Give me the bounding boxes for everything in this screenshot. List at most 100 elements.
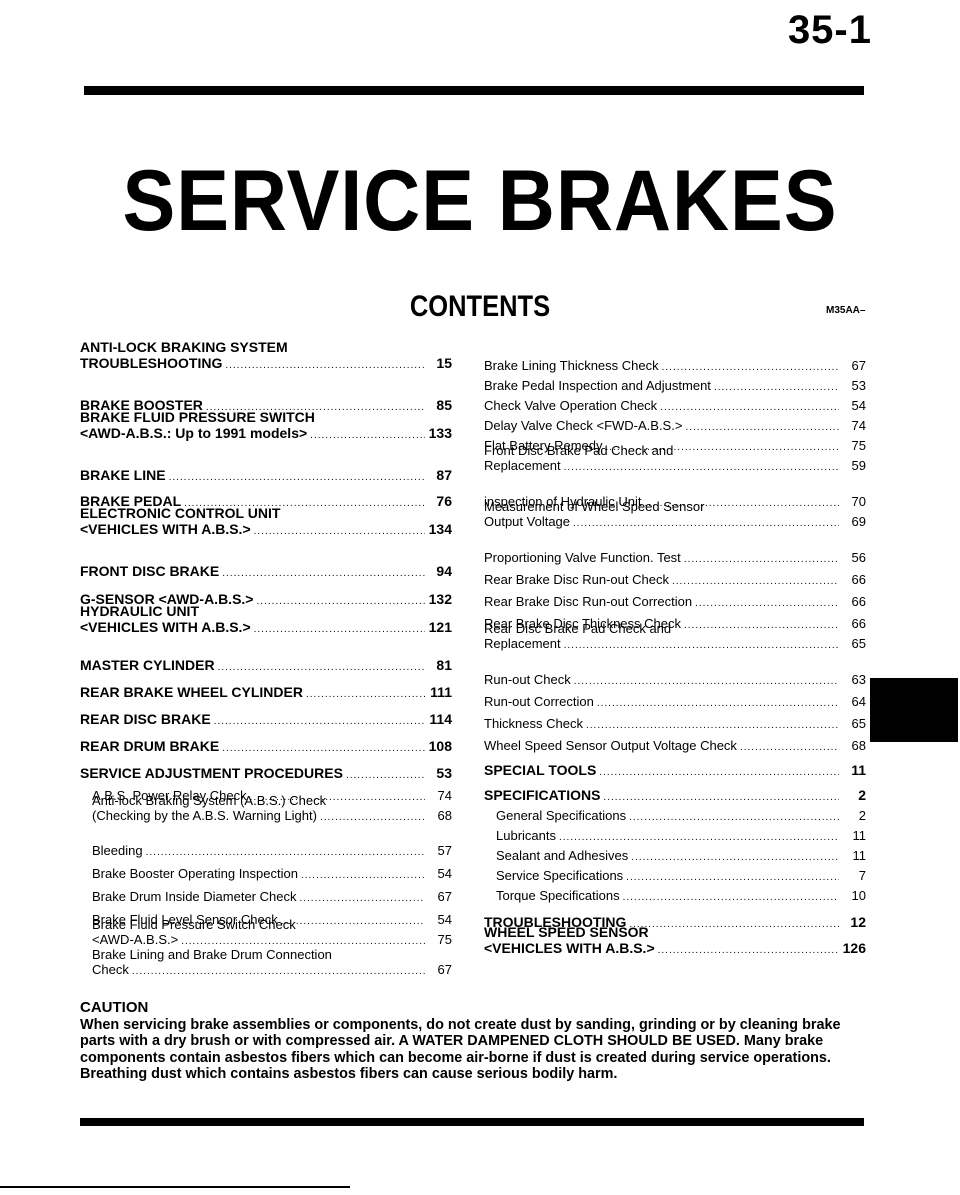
toc-entry-brake-fluid-level-sensor-check[interactable]: Brake Fluid Level Sensor Check54 [92, 912, 452, 927]
dot-leader [586, 720, 839, 731]
toc-entry-inspection-of-hydraulic-unit[interactable]: inspection of Hydraulic Unit70 [484, 494, 866, 509]
toc-entry-title: Replacement [484, 636, 561, 651]
toc-page-number: 66 [851, 616, 866, 631]
toc-entry-flat-battery-remedy[interactable]: Flat Battery Remedy75 [484, 438, 866, 453]
toc-entry-title: Run-out Check [484, 672, 571, 687]
toc-entry-rear-brake-disc-run-out-correction[interactable]: Rear Brake Disc Run-out Correction66 [484, 594, 866, 609]
toc-entry-brake-fluid-pressure-switch-check[interactable]: Brake Fluid Pressure Switch Check<AWD-A.… [92, 917, 452, 947]
toc-entry-rear-brake-wheel-cylinder[interactable]: REAR BRAKE WHEEL CYLINDER111 [80, 684, 452, 700]
toc-entry-title: Flat Battery Remedy [484, 438, 603, 453]
toc-entry-anti-lock-braking-system[interactable]: ANTI-LOCK BRAKING SYSTEMTROUBLESHOOTING1… [80, 339, 452, 372]
bottom-rule [80, 1118, 864, 1126]
dot-leader [672, 576, 839, 587]
toc-entry-proportioning-valve-function-test[interactable]: Proportioning Valve Function. Test 56 [484, 550, 866, 565]
document-code: M35AA– [826, 305, 866, 316]
dot-leader [564, 462, 839, 473]
toc-entry-title: FRONT DISC BRAKE [80, 563, 220, 579]
toc-page-number: 68 [437, 808, 452, 823]
toc-entry-delay-valve-check[interactable]: Delay Valve Check <FWD-A.B.S.>74 [484, 418, 866, 433]
toc-page-number: 2 [858, 787, 866, 803]
toc-entry-brake-pedal[interactable]: BRAKE PEDAL76 [80, 493, 452, 509]
toc-entry-brake-booster-operating-inspection[interactable]: Brake Booster Operating Inspection54 [92, 866, 452, 881]
toc-page-number: 132 [428, 591, 452, 607]
toc-entry-brake-drum-inside-diameter-check[interactable]: Brake Drum Inside Diameter Check67 [92, 889, 452, 904]
dot-leader [714, 382, 839, 393]
dot-leader [301, 870, 425, 881]
toc-entry-title: Proportioning Valve Function. Test [484, 550, 681, 565]
toc-entry-title: SPECIAL TOOLS [484, 762, 597, 778]
toc-entry-specifications[interactable]: SPECIFICATIONS 2 [484, 787, 866, 803]
toc-entry-sealant-and-adhesives[interactable]: Sealant and Adhesives11 [496, 848, 866, 863]
toc-page-number: 64 [851, 694, 866, 709]
dot-leader [218, 662, 425, 673]
toc-page-number: 94 [436, 563, 452, 579]
toc-entry-run-out-correction[interactable]: Run-out Correction64 [484, 694, 866, 709]
toc-page-number: 133 [428, 425, 452, 441]
toc-page-number: 66 [851, 594, 866, 609]
toc-entry-wheel-speed-sensor[interactable]: WHEEL SPEED SENSOR<VEHICLES WITH A.B.S.>… [484, 925, 866, 957]
toc-entry-title: Rear Brake Disc Run-out Check [484, 572, 669, 587]
toc-page-number: 12 [850, 914, 866, 930]
toc-entry-title: Wheel Speed Sensor Output Voltage Check [484, 738, 737, 753]
toc-entry-master-cylinder[interactable]: MASTER CYLINDER81 [80, 657, 452, 673]
toc-entry-g-sensor[interactable]: G-SENSOR <AWD-A.B.S.>132 [80, 591, 452, 607]
toc-entry-heading: Anti-lock Braking System (A.B.S.) Check [92, 793, 327, 808]
toc-entry-brake-pedal-inspection-and-adjustment[interactable]: Brake Pedal Inspection and Adjustment53 [484, 378, 866, 393]
toc-entry-thickness-check[interactable]: Thickness Check65 [484, 716, 866, 731]
toc-entry-service-specifications[interactable]: Service Specifications7 [496, 868, 866, 883]
toc-page-number: 126 [842, 940, 866, 956]
dot-leader [631, 852, 839, 863]
toc-entry-title: TROUBLESHOOTING [80, 355, 223, 371]
toc-entry-service-adjustment-procedures[interactable]: SERVICE ADJUSTMENT PROCEDURES53 [80, 765, 452, 781]
toc-entry-title: <VEHICLES WITH A.B.S.> [484, 940, 655, 956]
dot-leader [564, 640, 839, 651]
toc-page-number: 53 [436, 765, 452, 781]
toc-entry-rear-drum-brake[interactable]: REAR DRUM BRAKE108 [80, 738, 452, 754]
toc-page-number: 66 [851, 572, 866, 587]
toc-page-number: 54 [437, 912, 452, 927]
toc-entry-special-tools[interactable]: SPECIAL TOOLS 11 [484, 762, 866, 778]
toc-entry-brake-booster[interactable]: BRAKE BOOSTER85 [80, 397, 452, 413]
toc-entry-title: <AWD-A.B.S.: Up to 1991 models> [80, 425, 308, 441]
toc-entry-electronic-control-unit[interactable]: ELECTRONIC CONTROL UNIT<VEHICLES WITH A.… [80, 506, 452, 538]
toc-page-number: 54 [851, 398, 866, 413]
toc-entry-hydraulic-unit[interactable]: HYDRAULIC UNIT<VEHICLES WITH A.B.S.>121 [80, 604, 452, 636]
toc-page-number: 11 [852, 848, 867, 863]
dot-leader [662, 362, 839, 373]
toc-entry-general-specifications[interactable]: General Specifications2 [496, 808, 866, 823]
toc-page-number: 121 [428, 619, 452, 635]
toc-entry-wheel-speed-sensor-output-voltage-check[interactable]: Wheel Speed Sensor Output Voltage Check6… [484, 738, 866, 753]
toc-entry-title: <VEHICLES WITH A.B.S.> [80, 521, 251, 537]
toc-page-number: 11 [851, 762, 866, 778]
toc-entry-heading: Front Disc Brake Pad Check and [484, 443, 674, 458]
contents-heading: CONTENTS [409, 290, 551, 323]
toc-entry-check-valve-operation-check[interactable]: Check Valve Operation Check54 [484, 398, 866, 413]
toc-entry-brake-line[interactable]: BRAKE LINE87 [80, 467, 452, 483]
dot-leader [660, 402, 839, 413]
toc-entry-front-disc-brake[interactable]: FRONT DISC BRAKE 94 [80, 563, 452, 579]
toc-entry-troubleshooting[interactable]: TROUBLESHOOTING12 [484, 914, 866, 930]
toc-entry-brake-lining-thickness-check[interactable]: Brake Lining Thickness Check67 [484, 358, 866, 373]
toc-entry-torque-specifications[interactable]: Torque Specifications10 [496, 888, 866, 903]
toc-entry-heading: Brake Fluid Pressure Switch Check [92, 917, 296, 932]
toc-entry-brake-fluid-pressure-switch[interactable]: BRAKE FLUID PRESSURE SWITCH<AWD-A.B.S.: … [80, 410, 452, 442]
toc-entry-rear-disc-brake[interactable]: REAR DISC BRAKE114 [80, 711, 452, 727]
toc-page-number: 67 [437, 889, 452, 904]
toc-entry-rear-brake-disc-thickness-check[interactable]: Rear Brake Disc Thickness Check66 [484, 616, 866, 631]
toc-entry-title: SPECIFICATIONS [484, 787, 601, 803]
toc-entry-a-b-s-power-relay-check[interactable]: A.B.S. Power Relay Check74 [92, 788, 452, 803]
toc-entry-bleeding[interactable]: Bleeding57 [92, 843, 452, 858]
toc-entry-rear-brake-disc-run-out-check[interactable]: Rear Brake Disc Run-out Check 66 [484, 572, 866, 587]
toc-page-number: 57 [437, 843, 452, 858]
toc-entry-title: A.B.S. Power Relay Check [92, 788, 247, 803]
toc-entry-run-out-check[interactable]: Run-out Check63 [484, 672, 866, 687]
toc-page-number: 56 [851, 550, 866, 565]
toc-entry-heading: Rear Disc Brake Pad Check and [484, 621, 672, 636]
toc-entry-lubricants[interactable]: Lubricants11 [496, 828, 866, 843]
toc-entry-anti-lock-braking-system-a-b-s-check[interactable]: Anti-lock Braking System (A.B.S.) Check(… [92, 793, 452, 823]
toc-entry-heading: ANTI-LOCK BRAKING SYSTEM [80, 339, 288, 355]
